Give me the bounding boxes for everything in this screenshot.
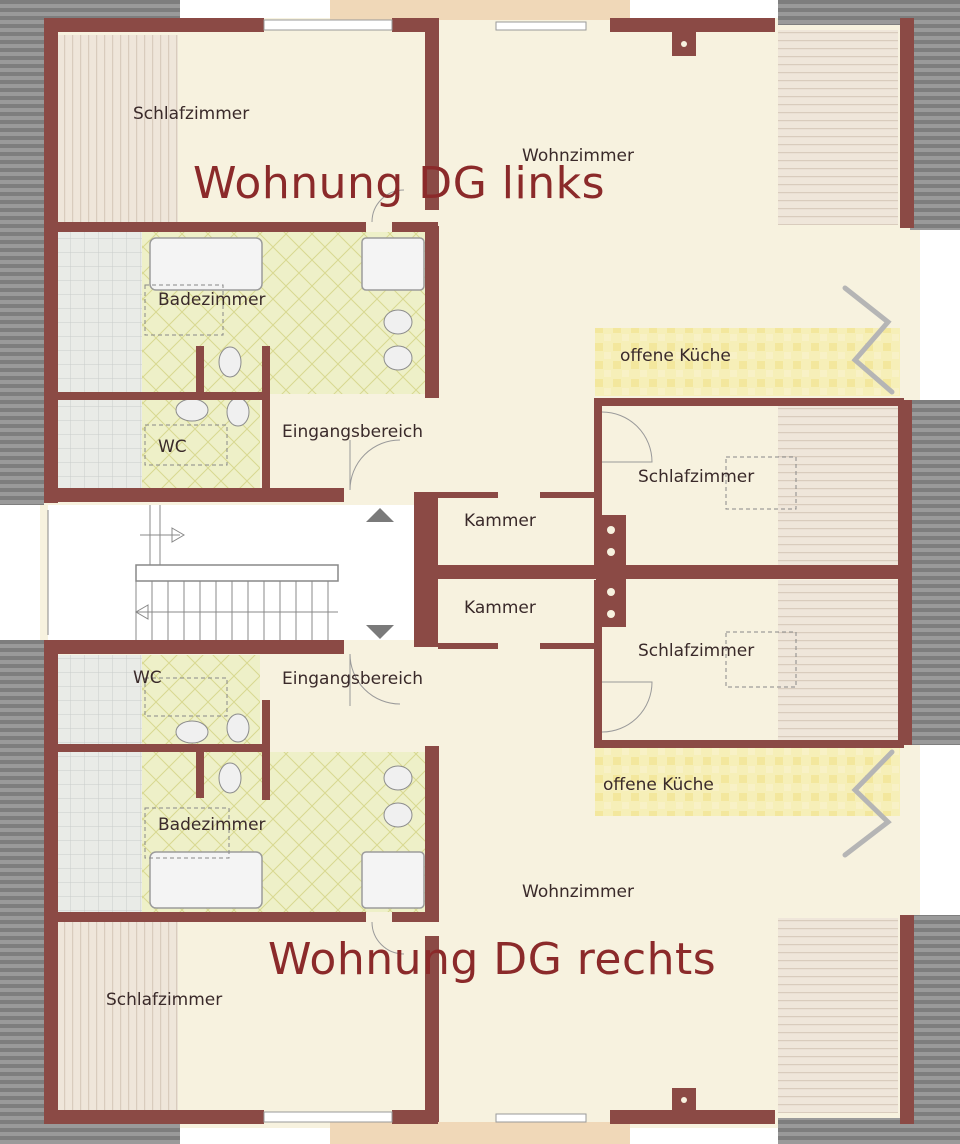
roof-right-bottom bbox=[910, 915, 960, 1144]
stair-arrow-right bbox=[171, 527, 185, 543]
door-entrance-top bbox=[349, 439, 401, 491]
room-label-badezimmer: Badezimmer bbox=[158, 290, 266, 310]
shower-bottom bbox=[58, 752, 142, 912]
wc-sink-bottom bbox=[175, 720, 209, 744]
dashed-skylight-1 bbox=[725, 456, 797, 510]
kitchen-bottom-floor bbox=[595, 748, 900, 816]
room-label-schlafzimmer: Schlafzimmer bbox=[638, 467, 755, 487]
roof-top-right bbox=[778, 0, 918, 25]
balcony-top-right bbox=[778, 30, 898, 225]
room-label-wc: WC bbox=[158, 437, 187, 457]
sink-top-2 bbox=[383, 345, 413, 371]
dashed-bottom-bath bbox=[144, 807, 230, 859]
room-label-wc: WC bbox=[133, 668, 162, 688]
toilet-wc-bottom bbox=[226, 713, 250, 743]
window-top-right bbox=[842, 285, 895, 395]
roof-edge-bottom bbox=[330, 1122, 630, 1144]
sink-top-1 bbox=[383, 309, 413, 335]
room-label-kammer: Kammer bbox=[464, 511, 536, 531]
room-label-schlafzimmer: Schlafzimmer bbox=[638, 641, 755, 661]
room-label-eingangsbereich: Eingangsbereich bbox=[282, 422, 424, 442]
stair-landing bbox=[135, 564, 339, 582]
dashed-skylight-2 bbox=[725, 631, 797, 688]
balcony-top-left bbox=[58, 35, 178, 225]
shower-top bbox=[58, 232, 142, 394]
window-bottom-right bbox=[842, 749, 895, 858]
roof-right-middle bbox=[910, 400, 960, 745]
dashed-bottom-wc bbox=[144, 677, 228, 717]
room-label-offene-kueche: offene Küche bbox=[603, 775, 714, 795]
room-label-schlafzimmer: Schlafzimmer bbox=[106, 990, 223, 1010]
bathtub-bottom bbox=[149, 851, 263, 909]
elevator-up-icon bbox=[366, 508, 394, 522]
balcony-right-lower bbox=[778, 580, 898, 740]
room-label-offene-kueche: offene Küche bbox=[620, 346, 731, 366]
apartment-title-lower: Wohnung DG rechts bbox=[268, 934, 717, 985]
roof-left-top bbox=[0, 0, 44, 505]
room-label-wohnzimmer: Wohnzimmer bbox=[522, 146, 634, 166]
sink-bottom-2 bbox=[383, 802, 413, 828]
balcony-right-upper bbox=[778, 405, 898, 565]
balcony-bottom-left bbox=[58, 915, 178, 1115]
wc-sink-top bbox=[175, 398, 209, 422]
kitchen-top-floor bbox=[595, 328, 900, 396]
room-label-wohnzimmer: Wohnzimmer bbox=[522, 882, 634, 902]
shower-tray-top bbox=[361, 237, 425, 291]
room-label-eingangsbereich: Eingangsbereich bbox=[282, 669, 424, 689]
door-bedroom-bottom bbox=[601, 681, 653, 733]
door-bottom bbox=[371, 921, 405, 955]
roof-left-bottom bbox=[0, 640, 44, 1144]
door-entrance-bottom bbox=[349, 653, 401, 706]
apartment-title-upper: Wohnung DG links bbox=[193, 158, 606, 209]
door-top bbox=[371, 189, 405, 223]
room-label-badezimmer: Badezimmer bbox=[158, 815, 266, 835]
stair-arrow-left bbox=[135, 604, 149, 620]
walls bbox=[44, 18, 914, 1124]
sink-bottom-1 bbox=[383, 765, 413, 791]
shower-tray-bottom bbox=[361, 851, 425, 909]
roof-bottom-right bbox=[778, 1118, 918, 1144]
bathtub-top bbox=[149, 237, 263, 291]
balcony-bottom-right bbox=[778, 918, 898, 1113]
roof-edge-top bbox=[330, 0, 630, 20]
room-label-kammer: Kammer bbox=[464, 598, 536, 618]
room-label-schlafzimmer: Schlafzimmer bbox=[133, 104, 250, 124]
door-bedroom-top bbox=[601, 411, 653, 463]
toilet-top bbox=[218, 346, 242, 378]
dashed-top-bath bbox=[144, 284, 224, 336]
roof-right-top bbox=[910, 0, 960, 230]
toilet-wc-top bbox=[226, 397, 250, 427]
shower-bottom-wc bbox=[58, 655, 142, 747]
dashed-top-wc bbox=[144, 424, 228, 466]
shower-top-wc bbox=[58, 398, 142, 490]
elevator-down-icon bbox=[366, 625, 394, 639]
toilet-bottom bbox=[218, 762, 242, 794]
